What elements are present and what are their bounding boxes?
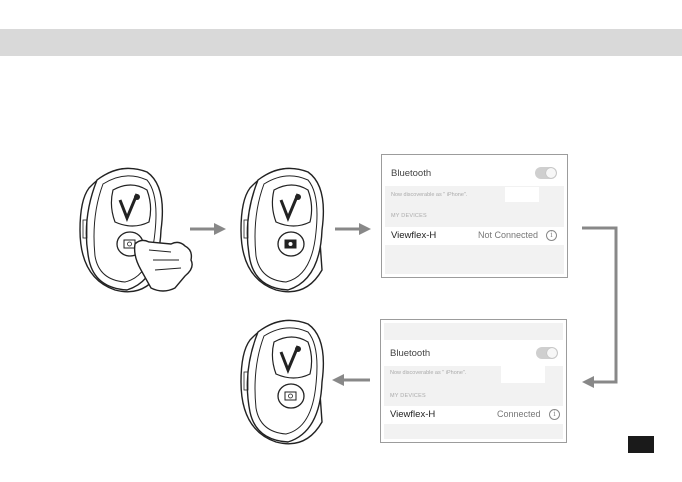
bluetooth-toggle[interactable] (536, 347, 558, 359)
my-devices-label: MY DEVICES (390, 393, 426, 399)
discoverable-text: Now discoverable as " iPhone". (390, 370, 467, 376)
arrow-left-icon (332, 374, 370, 386)
bluetooth-label: Bluetooth (390, 348, 431, 359)
page-marker (628, 436, 654, 453)
info-icon[interactable]: i (549, 409, 560, 420)
connection-status: Connected (497, 409, 541, 419)
discoverable-name-box (505, 187, 539, 202)
device-row[interactable]: Viewflex-H Not Connected i (385, 227, 564, 245)
arrow-right-icon (335, 223, 371, 235)
remote-shutter-icon (240, 319, 325, 445)
info-icon[interactable]: i (546, 230, 557, 241)
bluetooth-settings-panel-after: Bluetooth Now discoverable as " iPhone".… (380, 319, 567, 443)
discoverable-text: Now discoverable as " iPhone". (391, 192, 468, 198)
connection-status: Not Connected (478, 230, 539, 240)
remote-shutter-icon (79, 167, 193, 293)
arrow-down-left-icon (582, 226, 618, 388)
arrow-right-icon (190, 223, 226, 235)
bluetooth-label: Bluetooth (391, 168, 432, 179)
bluetooth-row (385, 158, 564, 186)
bluetooth-row (384, 340, 563, 366)
discoverable-name-box (501, 366, 545, 383)
device-row[interactable]: Viewflex-H Connected i (384, 406, 563, 424)
header-band (0, 29, 682, 56)
device-name: Viewflex-H (391, 230, 437, 241)
my-devices-label: MY DEVICES (391, 213, 427, 219)
device-name: Viewflex-H (390, 409, 436, 420)
remote-shutter-icon (240, 167, 325, 293)
bluetooth-toggle[interactable] (535, 167, 557, 179)
bluetooth-settings-panel-before: Bluetooth Now discoverable as " iPhone".… (381, 154, 568, 278)
